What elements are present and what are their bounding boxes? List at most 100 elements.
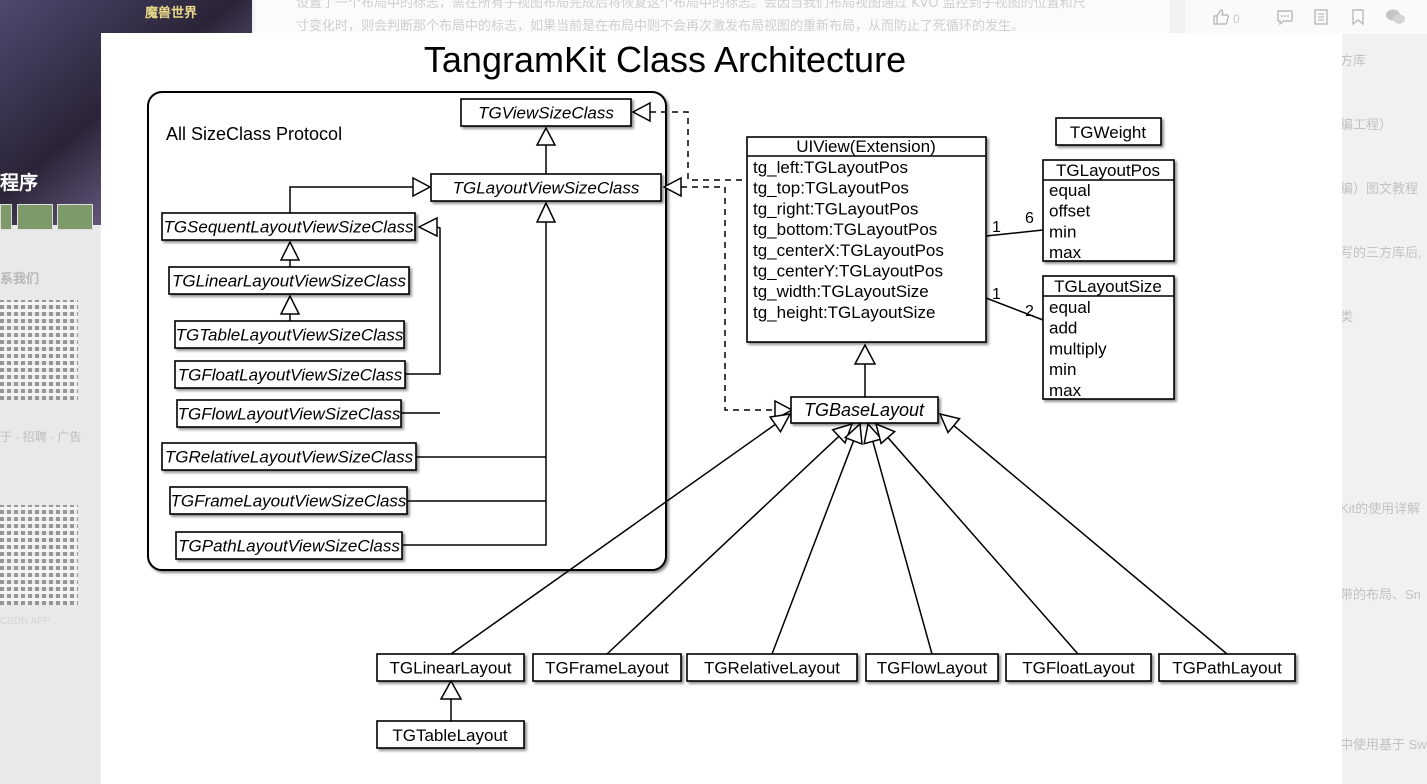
uiview-member: tg_width:TGLayoutSize: [753, 282, 929, 301]
tglayoutsize-name: TGLayoutSize: [1054, 277, 1162, 296]
uiview-member: tg_height:TGLayoutSize: [753, 303, 935, 322]
protocol-class-box: TGSequentLayoutViewSizeClass: [161, 212, 416, 241]
related-article-link[interactable]: 类: [1340, 309, 1354, 324]
article-line: 设置了一个布局中的标志，需在所有子视图布局完成后将恢复这个布局中的标志。会因当我…: [296, 0, 1086, 11]
generalization-arrowhead: [863, 422, 883, 445]
tglayoutpos-name: TGLayoutPos: [1056, 161, 1160, 180]
layout-class-box-label: TGPathLayout: [1172, 659, 1282, 678]
tglayoutpos-member: offset: [1049, 202, 1091, 221]
layout-class-box-label: TGFlowLayout: [877, 659, 988, 678]
uiview-member: tg_centerY:TGLayoutPos: [753, 262, 943, 281]
protocol-class-box-label: TGFloatLayoutViewSizeClass: [178, 366, 403, 385]
related-article-link[interactable]: 方库: [1340, 53, 1367, 68]
thumbnail[interactable]: [17, 204, 53, 230]
related-article-link[interactable]: 中使用基于 Sw: [1340, 737, 1427, 752]
uiview-extension-name: UIView(Extension): [796, 137, 936, 156]
protocol-class-box: TGTableLayoutViewSizeClass: [174, 320, 405, 349]
protocol-class-box: TGLayoutViewSizeClass: [430, 173, 662, 202]
generalization-arrowhead: [768, 413, 792, 434]
protocol-class-box: TGFloatLayoutViewSizeClass: [174, 360, 406, 389]
generalization-edge: [450, 423, 776, 655]
tglayoutsize-member: max: [1049, 381, 1082, 400]
tgtablelayout-name: TGTableLayout: [392, 726, 508, 745]
protocol-class-box: TGFrameLayoutViewSizeClass: [169, 486, 408, 515]
protocol-class-box-label: TGSequentLayoutViewSizeClass: [163, 218, 414, 237]
thumbnail[interactable]: [57, 204, 93, 230]
architecture-diagram: TangramKit Class Architecture All SizeCl…: [101, 33, 1342, 784]
related-article-link[interactable]: 编工程）: [1340, 117, 1393, 132]
protocol-class-box-label: TGPathLayoutViewSizeClass: [178, 537, 400, 556]
layout-class-box: TGRelativeLayout: [686, 653, 858, 682]
inheritance-edges: [279, 126, 557, 546]
thumbs-up-icon[interactable]: [1212, 8, 1230, 26]
diagram-title: TangramKit Class Architecture: [424, 39, 906, 80]
generalization-edge: [953, 424, 1228, 655]
banner-logo: 魔兽世界: [145, 5, 198, 20]
document-icon[interactable]: [1312, 8, 1330, 26]
layout-class-box-label: TGFrameLayout: [545, 659, 669, 678]
comment-icon[interactable]: [1276, 8, 1294, 26]
multiplicity-label: 1: [992, 286, 1001, 303]
uiview-member: tg_bottom:TGLayoutPos: [753, 220, 937, 239]
association-edges: [985, 229, 1044, 321]
tgbaselayout-box: [790, 396, 939, 424]
thumbnail[interactable]: [0, 204, 12, 230]
footer-links[interactable]: 于 · 招聘 · 广告: [0, 430, 82, 444]
tglayoutpos-box: [1042, 159, 1175, 262]
layout-class-box: TGLinearLayout: [376, 653, 525, 682]
uiview-member: tg_right:TGLayoutPos: [753, 199, 918, 218]
qr-code: [0, 300, 78, 400]
generalization-arrowhead: [938, 412, 961, 434]
related-article-link[interactable]: Kit的使用详解: [1340, 501, 1421, 516]
tgtablelayout-box: [376, 720, 525, 749]
multiplicity-label: 6: [1025, 210, 1034, 227]
article-strip: [255, 0, 1170, 34]
multiplicity-label: 1: [992, 219, 1001, 236]
protocol-class-box-label: TGLinearLayoutViewSizeClass: [172, 272, 407, 291]
uiview-member: tg_top:TGLayoutPos: [753, 179, 909, 198]
app-label: CSDN APP: [0, 616, 51, 627]
protocol-class-box: TGLinearLayoutViewSizeClass: [168, 266, 410, 295]
realization-edges: [650, 111, 775, 411]
generalization-arrowhead: [843, 422, 863, 446]
tglayoutpos-member: equal: [1049, 181, 1091, 200]
tglayoutsize-member: multiply: [1049, 339, 1107, 358]
protocol-class-box-label: TGFlowLayoutViewSizeClass: [178, 405, 401, 424]
protocol-class-box: TGPathLayoutViewSizeClass: [175, 531, 403, 560]
uiview-extension-box: [746, 136, 987, 343]
like-count: 0: [1233, 12, 1240, 26]
tgweight-name: TGWeight: [1070, 123, 1146, 142]
layout-class-box: TGFrameLayout: [532, 653, 682, 682]
tglayoutsize-member: equal: [1049, 298, 1091, 317]
contact-heading: 系我们: [0, 271, 40, 286]
generalization-edge: [887, 437, 1079, 655]
layout-class-box: TGPathLayout: [1158, 653, 1296, 682]
protocol-group-label: All SizeClass Protocol: [166, 124, 342, 144]
generalization-edge: [606, 435, 840, 655]
tglayoutpos-member: min: [1049, 222, 1076, 241]
generalization-edge: [872, 441, 933, 655]
protocol-class-box: TGFlowLayoutViewSizeClass: [176, 399, 402, 428]
layout-class-box-label: TGFloatLayout: [1022, 659, 1135, 678]
protocol-class-box: TGViewSizeClass: [460, 98, 632, 127]
article-line: 寸变化时，则会判断那个布局中的标志，如果当前是在布局中则不会再次激发布局视图的重…: [296, 19, 1025, 34]
bookmark-icon[interactable]: [1349, 8, 1367, 26]
generalization-arrowhead: [874, 422, 897, 445]
protocol-class-box-label: TGRelativeLayoutViewSizeClass: [165, 448, 414, 467]
layout-class-box-label: TGRelativeLayout: [704, 659, 840, 678]
diagram-canvas: TangramKit Class Architecture All SizeCl…: [147, 39, 1296, 749]
generalization-arrowhead: [831, 422, 854, 445]
tglayoutsize-member: add: [1049, 319, 1077, 338]
multiplicity-label: 2: [1025, 303, 1034, 320]
tgweight-box: [1055, 117, 1162, 146]
layout-class-box-label: TGLinearLayout: [390, 659, 512, 678]
protocol-class-box: TGRelativeLayoutViewSizeClass: [161, 442, 417, 471]
protocol-class-box-label: TGViewSizeClass: [478, 104, 614, 123]
related-article-link[interactable]: 写的三方库后,: [1340, 245, 1422, 260]
protocol-class-box-label: TGFrameLayoutViewSizeClass: [171, 492, 407, 511]
related-article-link[interactable]: 编）图文教程: [1340, 181, 1419, 196]
related-article-link[interactable]: 带的布局、Sn: [1340, 587, 1421, 602]
wechat-icon[interactable]: [1385, 8, 1405, 26]
uiview-member: tg_left:TGLayoutPos: [753, 158, 908, 177]
tglayoutsize-member: min: [1049, 360, 1076, 379]
